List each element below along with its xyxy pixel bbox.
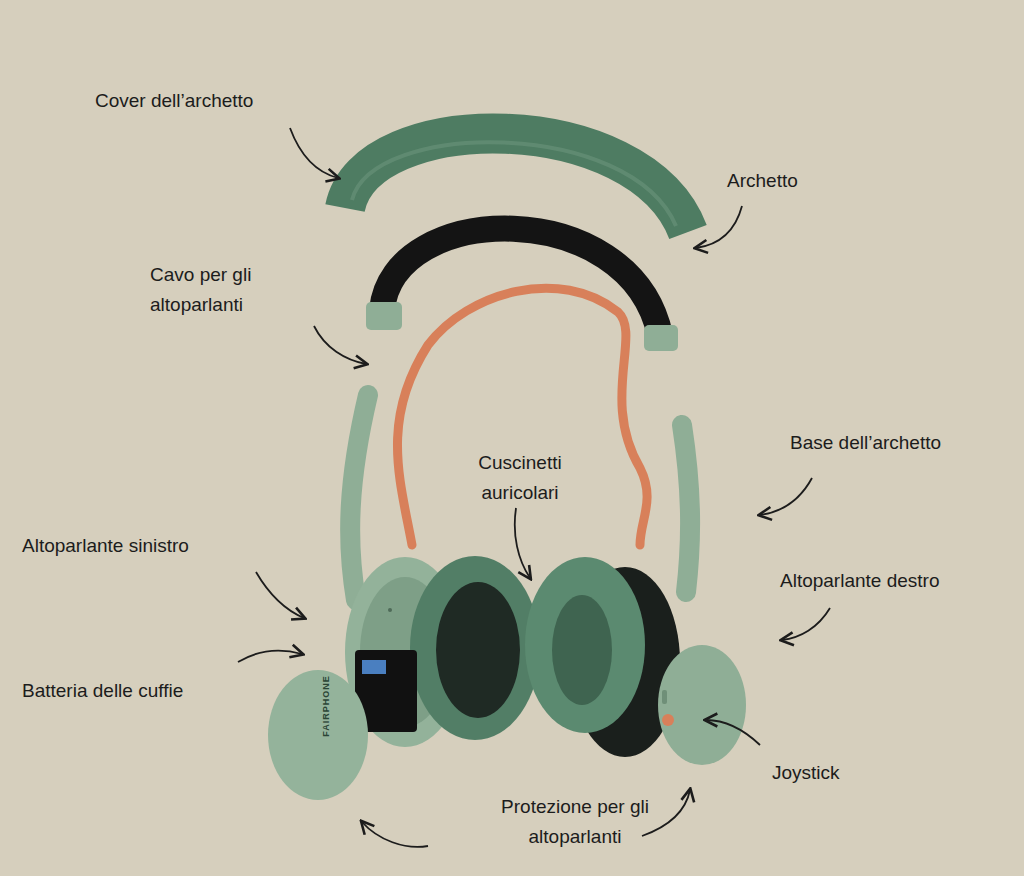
part-label: Altoparlante destro xyxy=(780,566,1015,596)
part-label: Altoparlante sinistro xyxy=(22,531,262,561)
part-label: Cover dell’archetto xyxy=(95,86,315,116)
brand-logo-text: FAIRPHONE xyxy=(321,675,331,737)
part-label: Joystick xyxy=(772,758,902,788)
part-label: Cavo per gli altoparlanti xyxy=(150,260,300,320)
part-label: Archetto xyxy=(727,166,857,196)
part-label: Cuscinetti auricolari xyxy=(455,448,585,508)
part-label: Base dell’archetto xyxy=(790,428,1015,458)
part-label: Protezione per gli altoparlanti xyxy=(470,792,680,852)
leader-arrows xyxy=(238,128,830,847)
part-label: Batteria delle cuffie xyxy=(22,676,242,706)
